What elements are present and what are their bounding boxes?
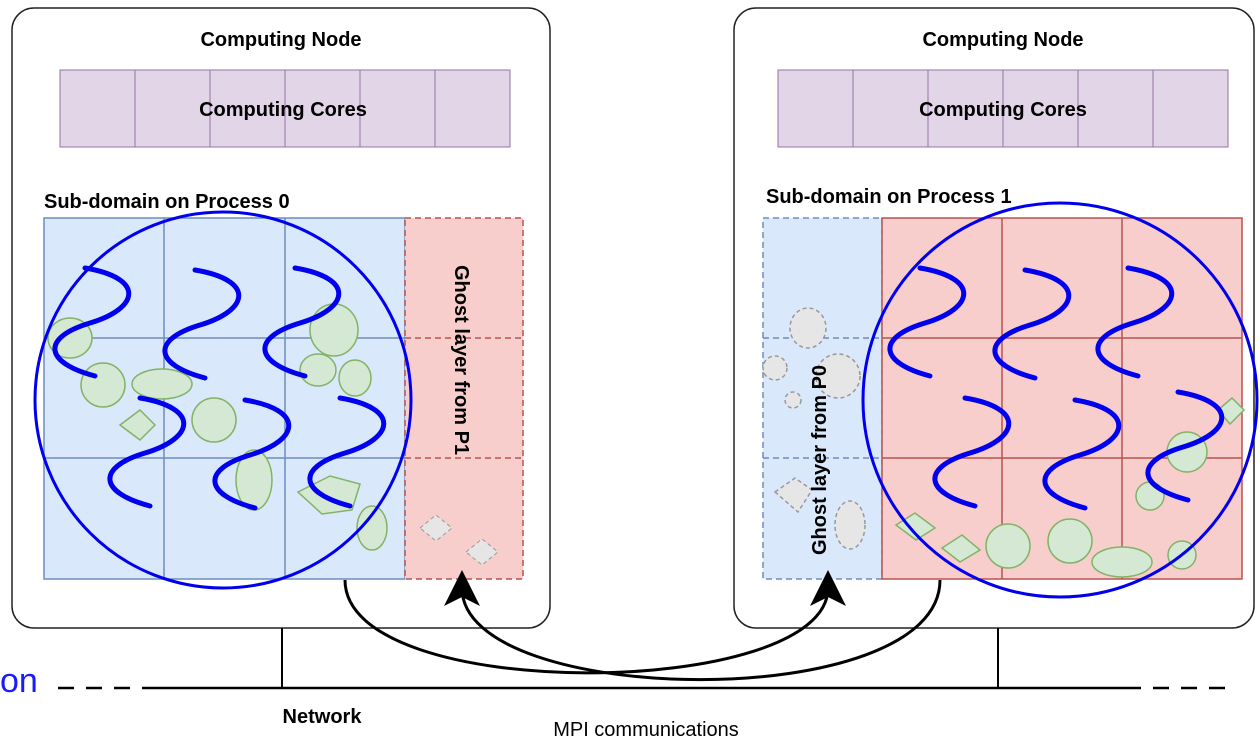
core-cell: [209, 69, 286, 148]
mpi-arrow-p1-to-p0: [444, 570, 942, 682]
node-1-cores: Computing Cores: [777, 69, 1229, 148]
left-edge-text: on: [0, 662, 38, 700]
node-0-ghost-label: Ghost layer from P1: [450, 265, 472, 455]
network: Network on: [0, 628, 1235, 728]
node-1-process-circle: [861, 201, 1259, 599]
core-cell: [434, 69, 511, 148]
computing-node-0: Computing Node Computing Cores Sub-domai…: [11, 7, 551, 629]
node-0-process-circle: [33, 210, 413, 590]
node-0-cores: Computing Cores: [59, 69, 511, 148]
network-label: Network: [283, 706, 363, 728]
core-cell: [59, 69, 136, 148]
node-1-ghost-label: Ghost layer from P0: [809, 365, 831, 555]
node-1-title: Computing Node: [922, 29, 1083, 51]
node-0-title: Computing Node: [200, 29, 361, 51]
node-0-ghost-layer: Ghost layer from P1: [404, 217, 524, 580]
core-cell: [359, 69, 436, 148]
mpi-arrow-p0-to-p1: [343, 570, 846, 675]
node-0-particles: [47, 303, 388, 551]
mpi-label: MPI communications: [553, 719, 739, 741]
node-1-subdomain-grid: [881, 217, 1243, 580]
node-1-subdomain-label: Sub-domain on Process 1: [766, 186, 1012, 208]
mpi-communications: [343, 570, 942, 682]
core-cell: [284, 69, 361, 148]
node-0-subdomain-label: Sub-domain on Process 0: [44, 191, 290, 213]
node-0-cores-label: Computing Cores: [199, 99, 367, 121]
computing-node-1: Computing Node Computing Cores Sub-domai…: [733, 7, 1259, 629]
node-1-cores-label: Computing Cores: [919, 99, 1087, 121]
core-cell: [134, 69, 211, 148]
